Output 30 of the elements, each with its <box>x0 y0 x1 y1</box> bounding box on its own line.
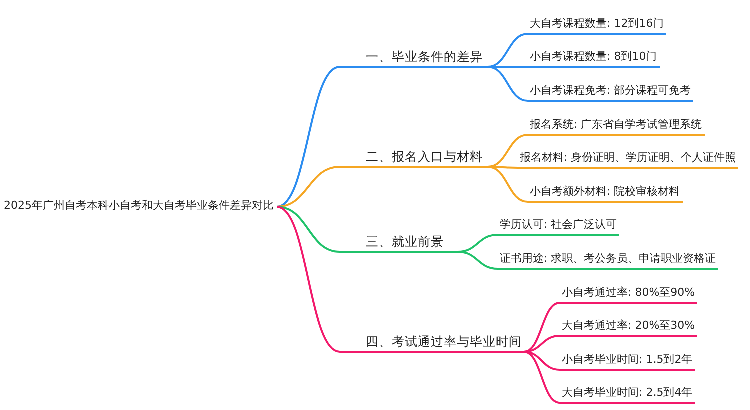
subtopic: 报名材料: 身份证明、学历证明、个人证件照 <box>518 149 738 169</box>
connector-curve <box>488 33 528 68</box>
branch-topic: 二、报名入口与材料 <box>340 148 488 168</box>
subtopic: 证书用途: 求职、考公务员、申请职业资格证 <box>498 250 718 270</box>
subtopic: 小自考额外材料: 院校审核材料 <box>528 183 683 203</box>
branch-topic: 三、就业前景 <box>340 233 458 253</box>
subtopic: 大自考课程数量: 12到16门 <box>528 15 666 35</box>
subtopic: 报名系统: 广东省自学考试管理系统 <box>528 116 705 136</box>
branch-topic: 一、毕业条件的差异 <box>340 48 488 68</box>
connector-curve <box>488 166 518 169</box>
branch-topic: 四、考试通过率与毕业时间 <box>340 333 524 353</box>
connector-curve <box>276 66 340 208</box>
central-topic: 2025年广州自考本科小自考和大自考毕业条件差异对比 <box>4 197 274 217</box>
connector-curve <box>524 351 560 404</box>
subtopic: 大自考通过率: 20%至30% <box>560 317 698 337</box>
connector-curve <box>488 166 528 203</box>
connector-curve <box>488 134 528 168</box>
connector-curve <box>524 351 560 371</box>
subtopic: 小自考通过率: 80%至90% <box>560 284 698 304</box>
connector-curve <box>524 302 560 353</box>
subtopic: 学历认可: 社会广泛认可 <box>498 216 620 236</box>
subtopic: 大自考毕业时间: 2.5到4年 <box>560 384 695 404</box>
subtopic: 小自考课程数量: 8到10门 <box>528 48 660 68</box>
connector-curve <box>488 66 528 68</box>
subtopic: 小自考课程免考: 部分课程可免考 <box>528 82 694 102</box>
connector-curve <box>276 206 340 253</box>
subtopic: 小自考毕业时间: 1.5到2年 <box>560 351 695 371</box>
connector-curve <box>276 206 340 353</box>
connector-curve <box>458 251 498 270</box>
connector-curve <box>488 66 528 102</box>
